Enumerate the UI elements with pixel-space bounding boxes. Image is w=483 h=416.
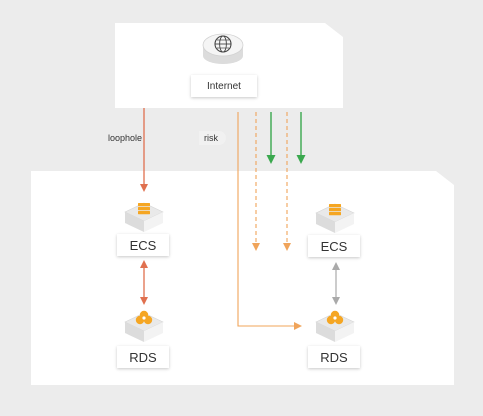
- vpc-zone-panel: [31, 171, 454, 385]
- risk-edge-label: risk: [199, 131, 226, 145]
- ecs-left-server-icon: [124, 202, 164, 233]
- rds-right-database-icon: [315, 310, 355, 343]
- ecs-right-server-icon: [315, 203, 355, 234]
- rds-left-node-label: RDS: [117, 346, 169, 368]
- edge-risk-line: [237, 112, 302, 330]
- internet-router-icon: [202, 33, 244, 64]
- rds-right-node-label: RDS: [308, 346, 360, 368]
- ecs-right-node-label: ECS: [308, 235, 360, 257]
- internet-node-label: Internet: [191, 75, 257, 97]
- ecs-left-node-label: ECS: [117, 234, 169, 256]
- loophole-edge-label: loophole: [108, 133, 143, 143]
- rds-left-database-icon: [124, 310, 164, 343]
